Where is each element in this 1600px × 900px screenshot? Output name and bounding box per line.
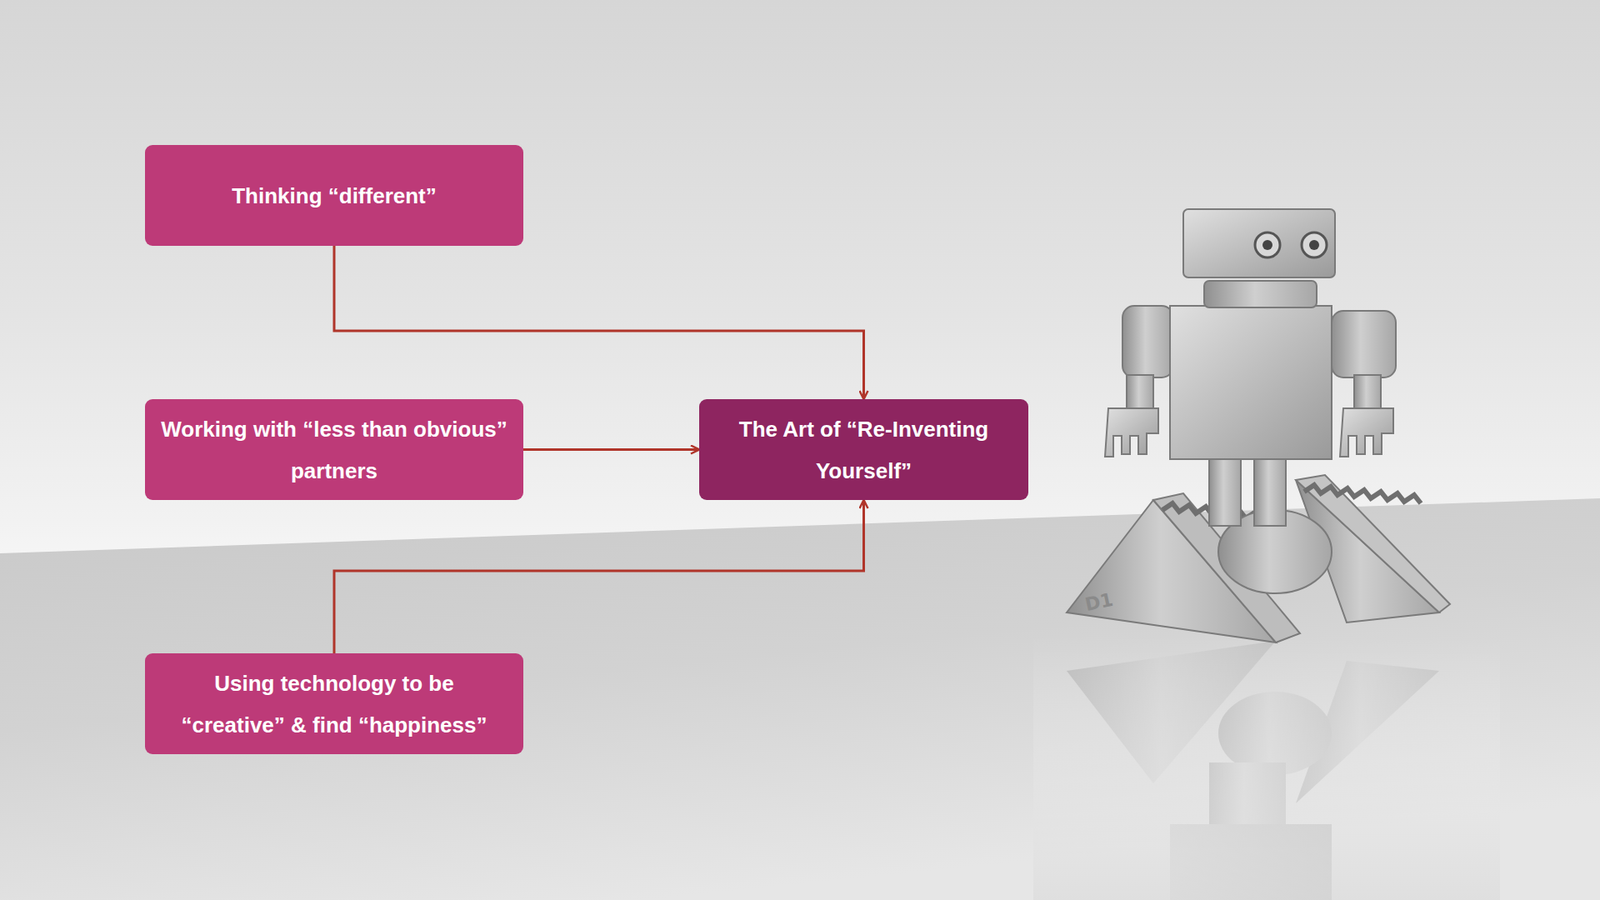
robot-hand [1340,408,1394,457]
robot-body [1170,305,1332,460]
robot-hand [1105,408,1159,457]
process-box: Working with “less than obvious” partner… [145,399,524,500]
box-text: Using technology to be “creative” & find… [160,662,509,746]
robot-pupil [1262,240,1273,250]
robot-eye [1255,232,1280,258]
box-text: Working with “less than obvious” partner… [160,408,509,492]
robot-arm [1331,310,1396,378]
connector-arrow [334,500,865,654]
connector-arrow [334,245,865,400]
robot-arm [1126,375,1154,409]
process-box: Using technology to be “creative” & find… [145,653,524,755]
robot-neck [1204,280,1317,308]
robot-head [1183,209,1335,278]
robot-leg [1209,459,1241,526]
robot-eye [1301,232,1327,258]
robot-pupil [1309,240,1320,250]
box-text: Thinking “different” [231,175,437,217]
goal-box: The Art of “Re-Inventing Yourself” [699,399,1029,500]
process-box: Thinking “different” [145,145,524,246]
robot-leg [1254,459,1286,526]
robot-arm [1122,305,1174,378]
box-text: The Art of “Re-Inventing Yourself” [714,408,1014,492]
robot-arm [1354,375,1381,409]
connector-arrow [523,448,700,451]
